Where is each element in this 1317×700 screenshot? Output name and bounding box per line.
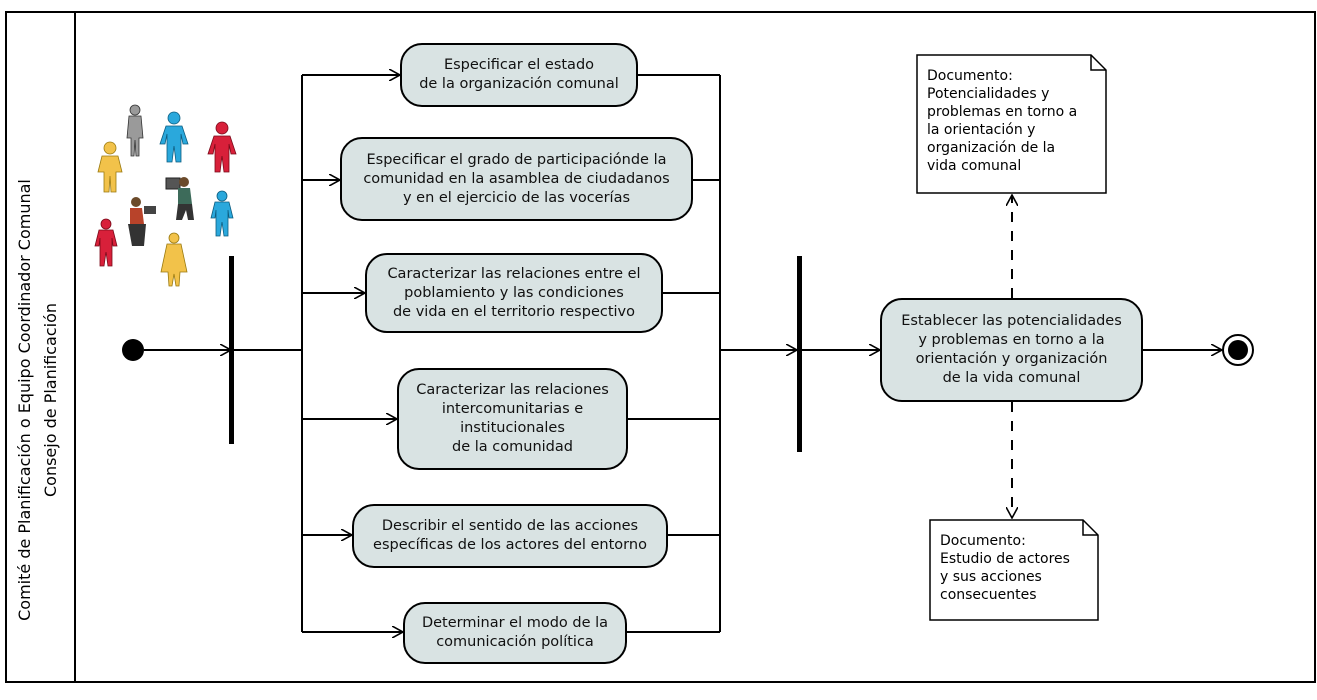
join-bar bbox=[797, 256, 802, 452]
swimlane-title: Comité de Planificación o Equipo Coordin… bbox=[12, 100, 64, 700]
note-documento-potencialidades: Documento: Potencialidades y problemas e… bbox=[917, 55, 1106, 193]
fork-bar bbox=[229, 256, 234, 444]
activity-diagram-canvas bbox=[5, 11, 1316, 683]
activity-establecer-potencialidades[interactable]: Establecer las potencialidades y problem… bbox=[880, 298, 1143, 402]
activity-especificar-participacion[interactable]: Especificar el grado de participaciónde … bbox=[340, 137, 693, 221]
activity-especificar-estado[interactable]: Especificar el estado de la organización… bbox=[400, 43, 638, 107]
initial-node bbox=[122, 339, 144, 361]
diagram-border bbox=[5, 11, 1316, 683]
note-1-text: Documento: Potencialidades y problemas e… bbox=[927, 68, 1078, 174]
note-documento-actores: Documento: Estudio de actores y sus acci… bbox=[930, 520, 1098, 620]
person-icon bbox=[210, 190, 234, 237]
note-2-text: Documento: Estudio de actores y sus acci… bbox=[940, 533, 1070, 603]
actors-clipart bbox=[94, 104, 237, 287]
person-icon bbox=[126, 104, 144, 157]
activity-determinar-comunicacion[interactable]: Determinar el modo de la comunicación po… bbox=[403, 602, 627, 664]
final-node-core bbox=[1228, 340, 1248, 360]
swimlane-title-line-1: Comité de Planificación o Equipo Coordin… bbox=[15, 179, 34, 621]
activity-caracterizar-poblamiento[interactable]: Caracterizar las relaciones entre el pob… bbox=[365, 253, 663, 333]
activity-caracterizar-intercomunitarias[interactable]: Caracterizar las relaciones intercomunit… bbox=[397, 368, 628, 470]
swimlane-title-line-2: Consejo de Planificación bbox=[41, 302, 60, 498]
note-2-shape bbox=[929, 519, 1099, 621]
swimlane-header: Comité de Planificación o Equipo Coordin… bbox=[0, 0, 75, 683]
person-icon bbox=[94, 218, 118, 267]
person-icon bbox=[97, 141, 123, 193]
person-icon bbox=[207, 121, 237, 173]
note-2-fold bbox=[1082, 520, 1098, 536]
activity-describir-acciones[interactable]: Describir el sentido de las acciones esp… bbox=[352, 504, 668, 568]
person-at-desk-icon bbox=[128, 197, 156, 246]
person-icon bbox=[159, 111, 189, 163]
note-1-fold bbox=[1090, 55, 1106, 71]
person-at-computer-icon bbox=[165, 177, 194, 220]
note-1-shape bbox=[916, 54, 1107, 194]
person-icon bbox=[160, 232, 188, 287]
